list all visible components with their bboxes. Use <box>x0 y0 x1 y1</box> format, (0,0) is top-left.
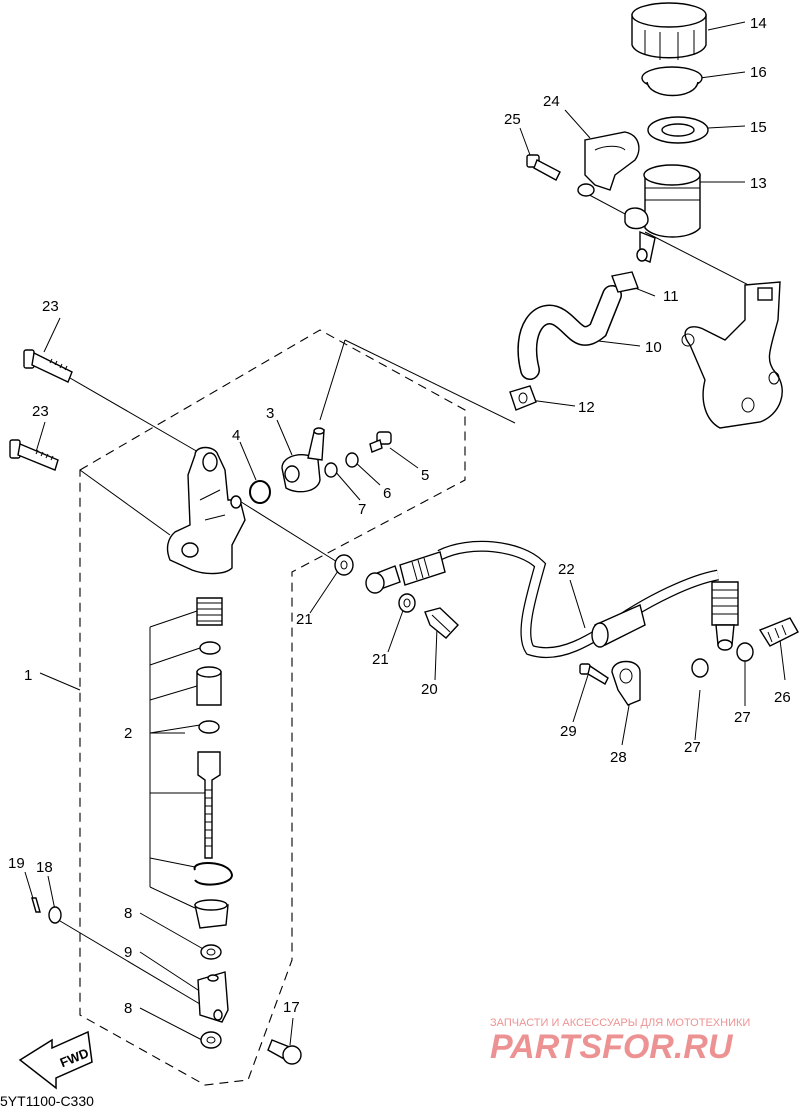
callout-9: 9 <box>124 944 132 961</box>
bolt-23-lower <box>9 439 59 471</box>
callout-8-lower: 8 <box>124 1000 132 1017</box>
washer-6 <box>345 452 359 468</box>
reservoir-cap-14 <box>631 2 707 60</box>
assembly-outline <box>79 329 466 1086</box>
watermark-logo: ЗАПЧАСТИ И АКСЕССУАРЫ ДЛЯ МОТОТЕХНИКИ PA… <box>490 1017 750 1066</box>
hose-clip-12 <box>509 385 537 411</box>
callout-2: 2 <box>124 725 132 742</box>
callout-5: 5 <box>421 467 429 484</box>
callout-19: 19 <box>8 855 25 872</box>
callout-3: 3 <box>266 405 274 422</box>
callout-17: 17 <box>283 999 300 1016</box>
reservoir-hose-10 <box>517 285 622 380</box>
screw-5 <box>369 431 392 453</box>
diaphragm-16 <box>641 66 703 97</box>
callout-1: 1 <box>24 667 32 684</box>
bolt-29 <box>579 663 609 685</box>
pin-17 <box>267 1039 302 1065</box>
washer-21-right <box>398 593 416 613</box>
watermark-tagline: ЗАПЧАСТИ И АКСЕССУАРЫ ДЛЯ МОТОТЕХНИКИ <box>490 1017 750 1029</box>
reservoir-bracket-24 <box>577 131 640 197</box>
frame-bracket <box>681 281 783 429</box>
callout-7: 7 <box>358 501 366 518</box>
nut-8-lower <box>200 1031 222 1049</box>
callout-13: 13 <box>750 175 767 192</box>
o-ring-4 <box>249 480 271 504</box>
callout-14: 14 <box>750 15 767 32</box>
callout-24: 24 <box>543 93 560 110</box>
callout-16: 16 <box>750 64 767 81</box>
callout-10: 10 <box>645 339 662 356</box>
brake-hose-22 <box>365 540 739 659</box>
diagram-code: 5YT1100-C330 <box>0 1093 94 1108</box>
bolt-25 <box>526 154 561 181</box>
fwd-arrow-icon: FWD <box>18 1030 93 1090</box>
washer-27-lower <box>691 658 709 678</box>
callout-15: 15 <box>750 119 767 136</box>
bolt-23-upper <box>23 349 73 383</box>
washer-7 <box>324 462 338 478</box>
watermark-brand: PARTSFOR.RU <box>490 1028 734 1066</box>
callout-6: 6 <box>383 485 391 502</box>
washer-21-left <box>334 554 354 576</box>
hose-clip-11 <box>611 271 639 293</box>
callout-26: 26 <box>774 689 791 706</box>
nut-8-upper <box>200 944 222 960</box>
master-cylinder-body <box>166 446 246 575</box>
callout-numbers: 1 2 3 4 5 6 7 8 9 8 10 11 12 13 14 15 16… <box>8 15 791 1017</box>
callout-23-lower: 23 <box>32 403 49 420</box>
callout-29: 29 <box>560 723 577 740</box>
piston-kit-2 <box>193 597 234 929</box>
callout-21-right: 21 <box>372 651 389 668</box>
diaphragm-plate-15 <box>647 116 709 144</box>
clevis-9 <box>197 971 229 1023</box>
callout-20: 20 <box>421 681 438 698</box>
callout-23-upper: 23 <box>42 298 59 315</box>
callout-21-left: 21 <box>296 611 313 628</box>
callout-27-upper: 27 <box>734 709 751 726</box>
callout-22: 22 <box>558 561 575 578</box>
callout-27-lower: 27 <box>684 739 701 756</box>
union-bolt-20 <box>424 607 459 639</box>
washer-18 <box>48 906 62 924</box>
hose-joint-3 <box>281 427 325 493</box>
callout-18: 18 <box>36 859 53 876</box>
union-bolt-26 <box>758 617 799 647</box>
callout-12: 12 <box>578 399 595 416</box>
callout-4: 4 <box>232 427 240 444</box>
callout-28: 28 <box>610 749 627 766</box>
washer-27-upper <box>736 642 754 662</box>
callout-25: 25 <box>504 111 521 128</box>
callout-8-upper: 8 <box>124 905 132 922</box>
cotter-pin-19 <box>31 897 41 913</box>
reservoir-13 <box>624 164 701 263</box>
clamp-28 <box>611 660 641 706</box>
callout-11: 11 <box>663 288 679 305</box>
